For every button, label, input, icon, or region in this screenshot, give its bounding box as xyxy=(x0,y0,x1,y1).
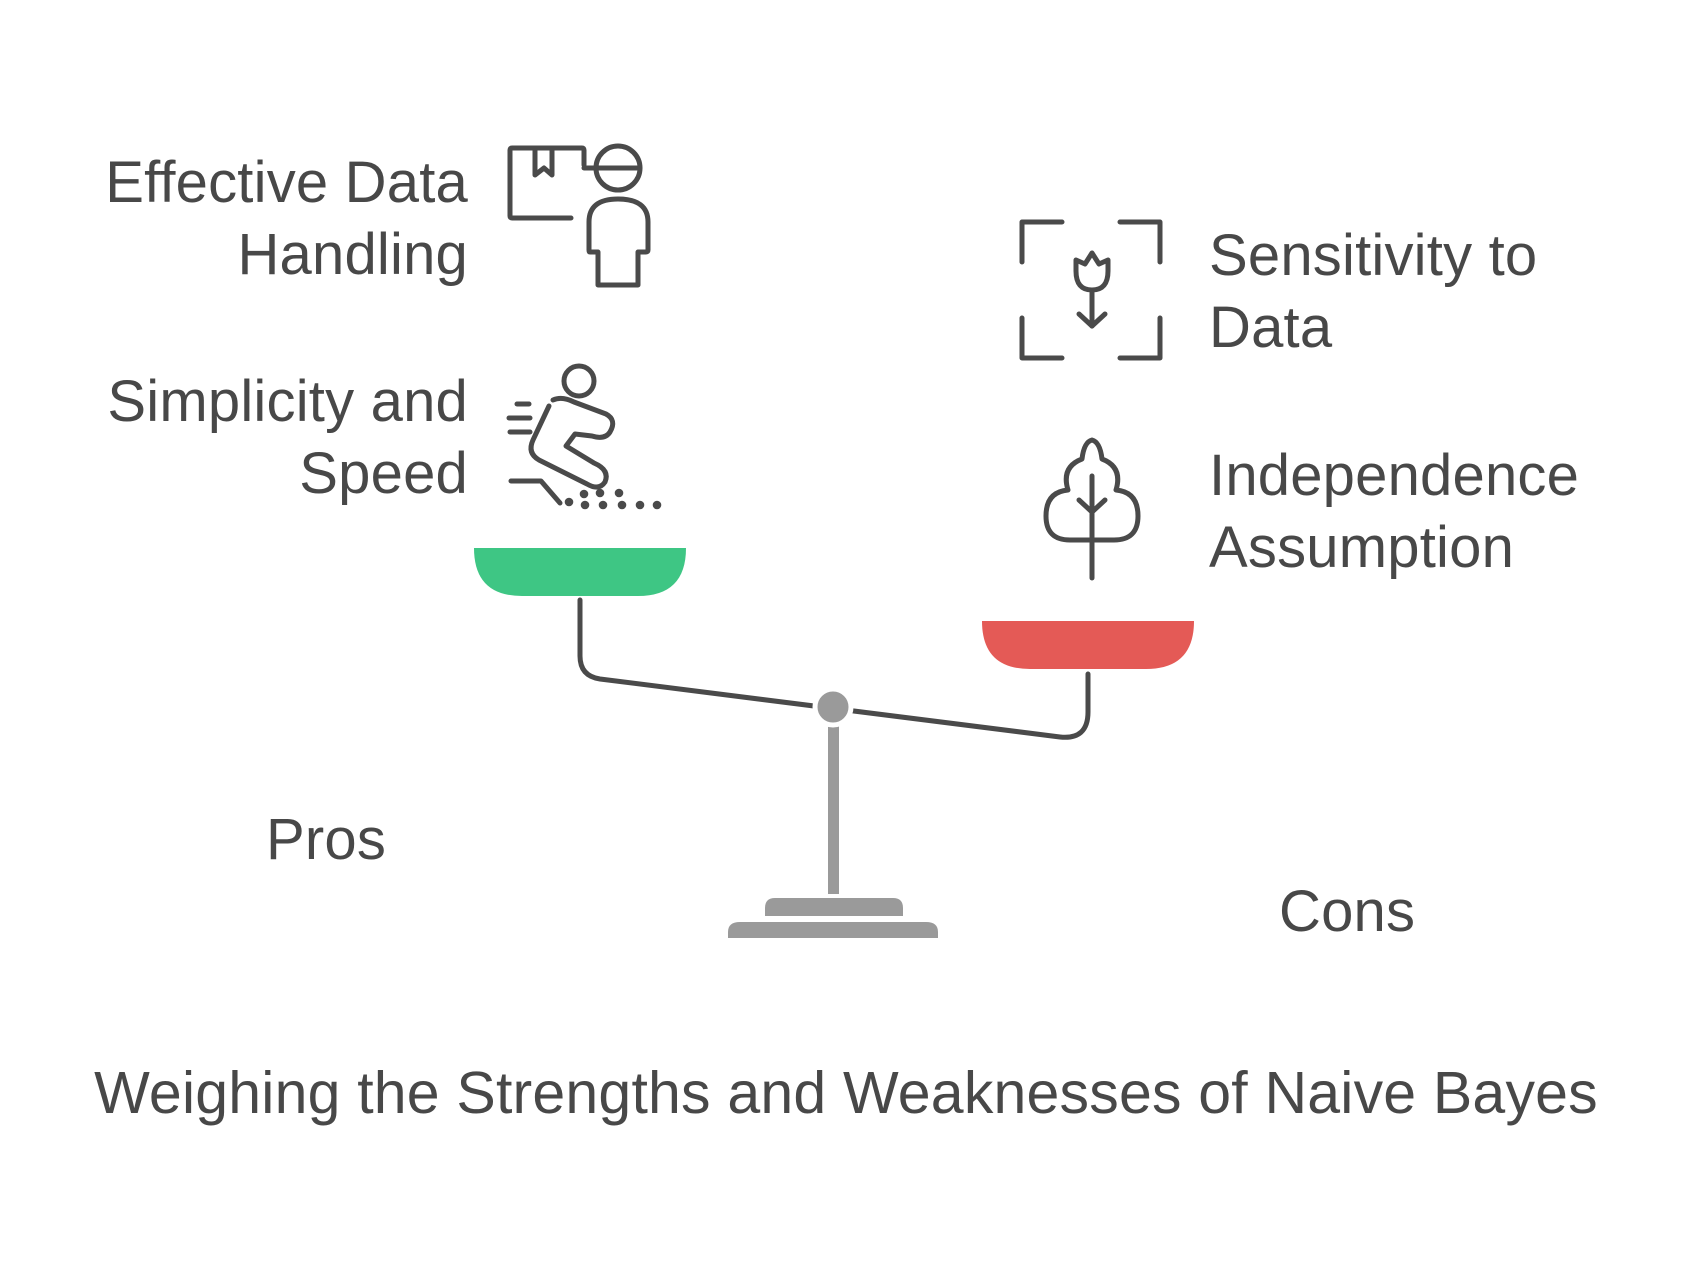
tree-icon xyxy=(1043,437,1141,581)
focus-flower-icon xyxy=(1019,219,1163,361)
cons-item-independence-assumption: Independence Assumption xyxy=(1209,443,1580,580)
cons-label: Cons xyxy=(1279,879,1416,944)
cons-item-sensitivity-to-data: Sensitivity to Data xyxy=(1209,223,1538,360)
pros-item-simplicity-and-speed: Simplicity and Speed xyxy=(107,369,468,506)
pros-label: Pros xyxy=(266,807,387,872)
pros-item-effective-data-handling: Effective Data Handling xyxy=(105,150,468,287)
running-person-icon xyxy=(506,363,662,510)
scale-pillar xyxy=(828,708,839,894)
scale-pivot xyxy=(812,686,854,728)
cons-pan xyxy=(982,621,1194,669)
pros-pan xyxy=(474,548,686,596)
delivery-person-icon xyxy=(507,143,651,288)
scale-base-top xyxy=(765,898,903,916)
diagram-caption: Weighing the Strengths and Weaknesses of… xyxy=(94,1060,1598,1126)
scale-base-bottom xyxy=(728,922,938,938)
